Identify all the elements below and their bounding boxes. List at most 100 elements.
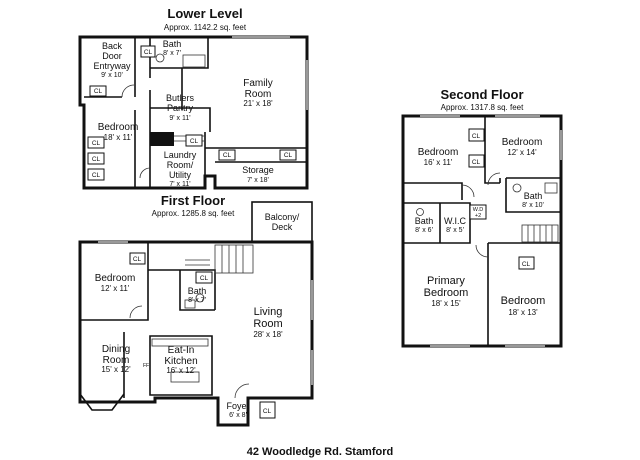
room-label-butlers-pantry: Butlers Pantry 9' x 11' xyxy=(166,93,195,122)
first-closets: CL CL CL FF xyxy=(129,252,276,419)
svg-text:Door: Door xyxy=(102,51,122,61)
svg-text:Back: Back xyxy=(102,41,123,51)
room-label-second-bedroom-se: Bedroom 18' x 13' xyxy=(501,295,546,317)
svg-text:Deck: Deck xyxy=(272,222,293,232)
second-interior-walls xyxy=(403,116,561,346)
room-label-second-bedroom-nw: Bedroom 16' x 11' xyxy=(418,147,459,167)
room-label-lower-bedroom: Bedroom 18' x 11' xyxy=(98,122,139,142)
svg-text:8' x 10': 8' x 10' xyxy=(522,202,544,209)
room-label-eat-in-kitchen: Eat-In Kitchen 16' x 12' xyxy=(164,345,197,375)
svg-text:9' x 10': 9' x 10' xyxy=(101,72,123,79)
svg-text:18' x 13': 18' x 13' xyxy=(508,308,538,317)
second-floor-heading: Second Floor xyxy=(440,87,523,102)
svg-text:CL: CL xyxy=(92,156,101,163)
lower-closets: CL CL CL CL CL CL CL CL xyxy=(87,45,297,181)
first-floor: First Floor Approx. 1285.8 sq. feet xyxy=(78,193,314,427)
room-label-second-bath-west: Bath 8' x 6' xyxy=(415,216,434,234)
svg-text:28' x 18': 28' x 18' xyxy=(253,330,283,339)
svg-text:CL: CL xyxy=(284,152,293,159)
svg-text:+2: +2 xyxy=(475,213,481,219)
svg-text:CL: CL xyxy=(200,275,209,282)
svg-text:Bedroom: Bedroom xyxy=(418,147,459,158)
svg-text:Pantry: Pantry xyxy=(167,103,194,113)
svg-text:Bath: Bath xyxy=(188,286,207,296)
svg-text:Primary: Primary xyxy=(427,275,465,287)
svg-text:15' x 12': 15' x 12' xyxy=(101,365,131,374)
svg-text:Family: Family xyxy=(243,78,272,89)
svg-text:12' x 11': 12' x 11' xyxy=(101,284,130,293)
svg-text:CL: CL xyxy=(522,261,531,268)
lower-level: Lower Level Approx. 1142.2 sq. feet CL C… xyxy=(78,6,309,190)
svg-text:CL: CL xyxy=(263,408,272,415)
svg-text:Bedroom: Bedroom xyxy=(95,273,136,284)
room-label-living-room: Living Room 28' x 18' xyxy=(253,306,283,339)
svg-text:Bath: Bath xyxy=(415,216,434,226)
room-label-back-door-entryway: Back Door Entryway 9' x 10' xyxy=(93,41,131,79)
svg-text:8' x 7': 8' x 7' xyxy=(163,50,181,57)
first-outer-wall xyxy=(78,240,314,427)
second-closets: CL CL CL W.D +2 xyxy=(468,128,535,270)
svg-text:18' x 15': 18' x 15' xyxy=(431,299,461,308)
svg-text:CL: CL xyxy=(92,140,101,147)
svg-text:CL: CL xyxy=(190,138,199,145)
svg-text:Kitchen: Kitchen xyxy=(164,356,197,367)
svg-text:CL: CL xyxy=(223,152,232,159)
svg-text:CL: CL xyxy=(144,49,153,56)
room-label-storage: Storage 7' x 18' xyxy=(242,165,274,184)
svg-text:Bedroom: Bedroom xyxy=(98,122,139,133)
svg-text:CL: CL xyxy=(94,88,103,95)
room-label-second-bedroom-ne: Bedroom 12' x 14' xyxy=(502,137,543,157)
svg-text:CL: CL xyxy=(472,159,481,166)
svg-text:W.I.C: W.I.C xyxy=(444,216,466,226)
room-label-lower-bath: Bath 8' x 7' xyxy=(163,39,182,57)
svg-text:Room: Room xyxy=(253,318,282,330)
svg-text:7' x 11': 7' x 11' xyxy=(169,181,190,188)
second-stairs xyxy=(521,224,559,243)
svg-text:Room: Room xyxy=(245,89,272,100)
svg-text:CL: CL xyxy=(472,133,481,140)
svg-text:18' x 11': 18' x 11' xyxy=(104,133,133,142)
property-address: 42 Woodledge Rd. Stamford xyxy=(247,446,393,458)
svg-text:16' x 11': 16' x 11' xyxy=(424,158,453,167)
svg-text:Living: Living xyxy=(254,306,283,318)
first-stairs xyxy=(185,244,254,274)
first-floor-heading: First Floor xyxy=(161,193,225,208)
svg-text:Utility: Utility xyxy=(169,170,191,180)
svg-text:FF: FF xyxy=(143,363,149,369)
svg-text:9' x 11': 9' x 11' xyxy=(169,115,190,122)
svg-text:Room/: Room/ xyxy=(167,160,194,170)
svg-text:W.D: W.D xyxy=(473,207,483,213)
room-label-dining-room: Dining Room 15' x 12' xyxy=(101,344,131,374)
room-label-laundry: Laundry Room/ Utility 7' x 11' xyxy=(164,150,197,188)
svg-text:Laundry: Laundry xyxy=(164,150,197,160)
first-floor-area: Approx. 1285.8 sq. feet xyxy=(152,209,236,218)
svg-text:Butlers: Butlers xyxy=(166,93,195,103)
svg-text:Entryway: Entryway xyxy=(93,61,131,71)
svg-text:CL: CL xyxy=(92,172,101,179)
room-label-first-bedroom: Bedroom 12' x 11' xyxy=(95,273,136,293)
room-label-balcony-deck: Balcony/ Deck xyxy=(265,212,300,232)
svg-text:Bedroom: Bedroom xyxy=(501,295,546,307)
room-label-family-room: Family Room 21' x 18' xyxy=(243,78,273,108)
svg-text:16' x 12': 16' x 12' xyxy=(166,366,196,375)
svg-text:Storage: Storage xyxy=(242,165,274,175)
svg-text:8' x 5': 8' x 5' xyxy=(446,227,464,234)
svg-text:8' x 6': 8' x 6' xyxy=(415,227,433,234)
svg-text:21' x 18': 21' x 18' xyxy=(243,99,273,108)
lower-level-heading: Lower Level xyxy=(167,6,242,21)
svg-text:Bedroom: Bedroom xyxy=(502,137,543,148)
svg-text:Balcony/: Balcony/ xyxy=(265,212,300,222)
svg-text:Room: Room xyxy=(103,355,130,366)
room-label-first-bath: Bath 8' x 7' xyxy=(188,286,207,304)
svg-text:Dining: Dining xyxy=(102,344,130,355)
room-label-wic: W.I.C 8' x 5' xyxy=(444,216,466,234)
room-label-foyer: Foyer 6' x 8' xyxy=(226,401,249,419)
svg-text:6' x 8': 6' x 8' xyxy=(229,412,247,419)
room-label-primary-bedroom: Primary Bedroom 18' x 15' xyxy=(424,275,469,308)
second-floor: Second Floor Approx. 1317.8 sq. feet xyxy=(401,87,563,348)
svg-text:Bath: Bath xyxy=(524,191,543,201)
svg-text:12' x 14': 12' x 14' xyxy=(507,148,537,157)
svg-text:CL: CL xyxy=(133,256,142,263)
svg-text:8' x 7': 8' x 7' xyxy=(188,297,206,304)
